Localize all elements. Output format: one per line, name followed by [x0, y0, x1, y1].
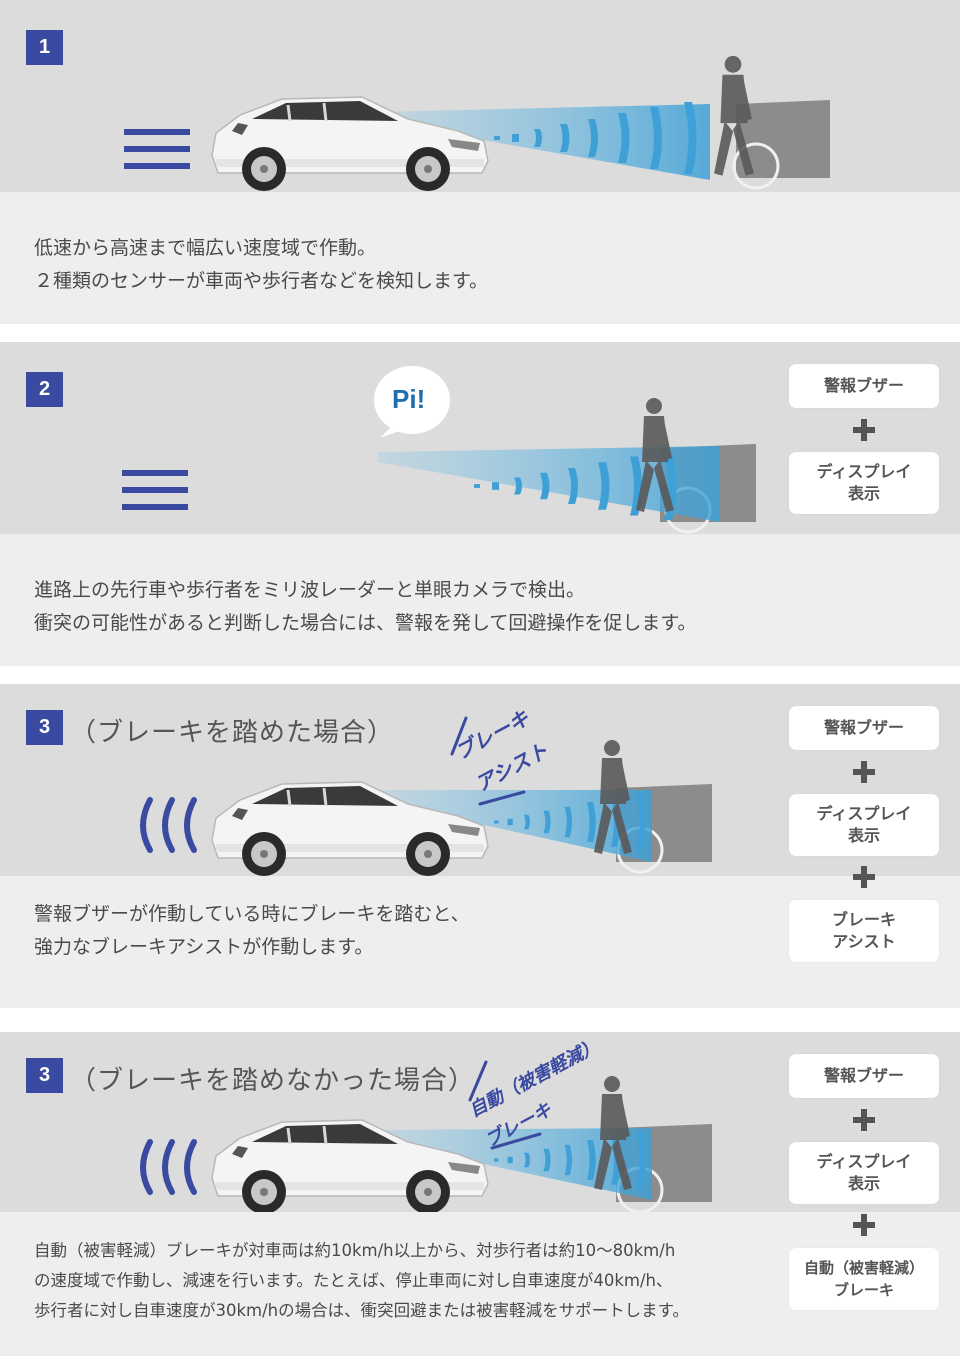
description-line: 衝突の可能性があると判断した場合には、警報を発して回避操作を促します。: [34, 612, 697, 634]
section-heading: （ブレーキを踏めなかった場合）: [70, 1066, 476, 1096]
section-1-illustration: [124, 55, 830, 192]
description-line: 歩行者に対し自車速度が30km/hの場合は、衝突回避または被害軽減をサポートしま…: [34, 1301, 689, 1320]
display-box: ディスプレイ 表示: [789, 794, 939, 856]
description: 進路上の先行車や歩行者をミリ波レーダーと単眼カメラで検出。 衝突の可能性があると…: [34, 574, 697, 640]
section-1: 1 低速から高速まで幅広い速度域で作動。 ２種類のセンサーが車両や歩行者などを検…: [0, 0, 960, 324]
section-2-text: 進路上の先行車や歩行者をミリ波レーダーと単眼カメラで検出。 衝突の可能性があると…: [0, 534, 960, 666]
step-number: 2: [26, 372, 63, 407]
section-3-illustration: [140, 716, 712, 876]
radar-beam-icon: [380, 1128, 652, 1200]
display-box: ディスプレイ 表示: [789, 452, 939, 514]
step-number: 3: [26, 710, 63, 745]
brake-assist-box: ブレーキ アシスト: [789, 900, 939, 962]
section-2-illustration: [122, 366, 756, 534]
description-line: 強力なブレーキアシストが作動します。: [34, 936, 374, 958]
step-number: 1: [26, 30, 63, 65]
description-line: 低速から高速まで幅広い速度域で作動。: [34, 237, 377, 259]
speed-lines-icon: [122, 470, 188, 510]
speech-bubble-icon: [374, 366, 450, 438]
radar-beam-icon: [380, 102, 710, 180]
annotation-strokes: [468, 1060, 542, 1150]
radar-beam-icon: [378, 446, 720, 522]
description: 自動（被害軽減）ブレーキが対車両は約10km/h以上から、対歩行者は約10～80…: [34, 1236, 689, 1326]
alarm-buzzer-box: 警報ブザー: [789, 1054, 939, 1098]
description-line: 進路上の先行車や歩行者をミリ波レーダーと単眼カメラで検出。: [34, 579, 586, 601]
plus-icon: [853, 761, 875, 783]
description-line: の速度域で作動し、減速を行います。たとえば、停止車両に対し自車速度が40km/h…: [34, 1271, 673, 1290]
annotation-strokes: [450, 716, 526, 806]
step-number: 3: [26, 1058, 63, 1093]
radar-beam-icon: [380, 790, 652, 862]
section-3-brake-pressed: 3 （ブレーキを踏めた場合） ブレーキ アシスト 警報ブザーが作動している時にブ…: [0, 684, 960, 1008]
description-line: ２種類のセンサーが車両や歩行者などを検知します。: [34, 270, 489, 292]
section-heading: （ブレーキを踏めた場合）: [70, 718, 395, 748]
display-box: ディスプレイ 表示: [789, 1142, 939, 1204]
obstacle-icon: [732, 100, 830, 190]
section-1-scene: 1: [0, 0, 960, 192]
section-2: 2 Pi! 進路上の先行車や歩行者をミリ波レーダーと単眼カメラで検出。 衝突の可…: [0, 342, 960, 666]
description: 警報ブザーが作動している時にブレーキを踏むと、 強力なブレーキアシストが作動しま…: [34, 898, 470, 964]
section-4-illustration: [140, 1060, 712, 1212]
auto-brake-box: 自動（被害軽減） ブレーキ: [789, 1248, 939, 1310]
plus-icon: [853, 866, 875, 888]
plus-icon: [853, 1214, 875, 1236]
speed-lines-icon: [124, 129, 190, 169]
alarm-buzzer-box: 警報ブザー: [789, 706, 939, 750]
sound-waves-icon: [140, 797, 197, 853]
section-4-text: 自動（被害軽減）ブレーキが対車両は約10km/h以上から、対歩行者は約10～80…: [0, 1212, 960, 1356]
alarm-buzzer-box: 警報ブザー: [789, 364, 939, 408]
alert-sound-text: Pi!: [392, 384, 426, 414]
section-3-brake-not-pressed: 3 （ブレーキを踏めなかった場合） 自動（被害軽減） ブレーキ 自動（被害軽減）…: [0, 1032, 960, 1356]
description-line: 警報ブザーが作動している時にブレーキを踏むと、: [34, 903, 470, 925]
section-1-text: 低速から高速まで幅広い速度域で作動。 ２種類のセンサーが車両や歩行者などを検知し…: [0, 192, 960, 324]
description: 低速から高速まで幅広い速度域で作動。 ２種類のセンサーが車両や歩行者などを検知し…: [34, 232, 488, 298]
plus-icon: [853, 419, 875, 441]
plus-icon: [853, 1109, 875, 1131]
description-line: 自動（被害軽減）ブレーキが対車両は約10km/h以上から、対歩行者は約10～80…: [34, 1241, 676, 1260]
sound-waves-icon: [140, 1139, 197, 1195]
